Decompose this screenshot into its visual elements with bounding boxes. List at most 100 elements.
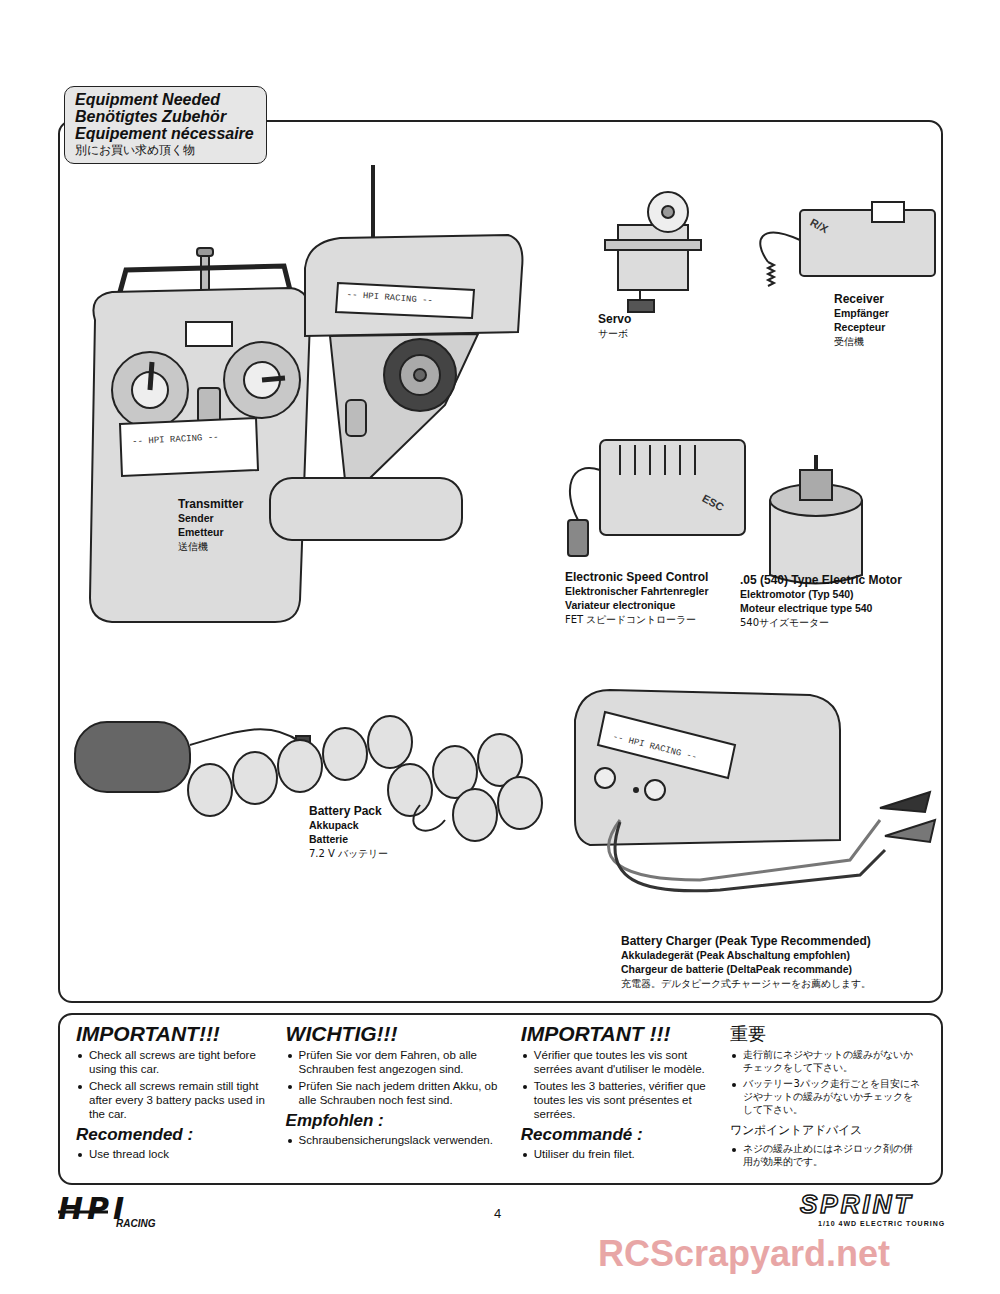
charger-part [598,712,735,778]
watermark: RCScrapyard.net [598,1234,890,1274]
model-subtitle: 1/10 4WD ELECTRIC TOURING [818,1220,945,1228]
battery-packs-part [388,764,432,816]
battery-packs-part [188,764,232,816]
pistol-transmitter-part [346,400,366,436]
box-transmitter-part [120,418,258,476]
pistol-transmitter-part [270,478,462,540]
part-name: Electronic Speed Control [565,570,708,584]
box-transmitter-part [198,388,220,422]
bullet-item: Schraubensicherungslack verwenden. [286,1133,511,1147]
bullet-text: Schraubensicherungslack verwenden. [299,1133,493,1147]
battery-packs-part [233,752,277,804]
servo-part [648,192,688,232]
battery-packs-part [75,722,190,792]
notice-heading: IMPORTANT!!! [76,1021,276,1047]
brand-logo-sub: RACING [116,1218,155,1229]
servo-part [662,206,674,218]
part-name-translation: Emetteur [178,526,224,539]
part-name-translation: Batterie [309,833,348,846]
part-name-japanese: 充電器。デルタピーク式チャージャーをお薦めします。 [621,977,871,990]
motor-part [814,455,818,470]
servo-part [628,300,654,312]
bullet-text: Prüfen Sie vor dem Fahren, ob alle Schra… [299,1048,511,1076]
battery-packs-part [498,777,542,829]
heading-tab: Equipment NeededBenötigtes ZubehörEquipe… [64,86,267,164]
bullet-text: Check all screws remain still tight afte… [89,1079,276,1121]
bullet-dot [523,1054,527,1058]
esc-part [570,468,600,520]
battery-packs-part [368,716,412,768]
bullet-dot [78,1153,82,1157]
bullet-dot [288,1139,292,1143]
notice-column: 重要走行前にネジやナットの緩みがないかチェックをして下さい。バッテリー3パック走… [730,1021,933,1175]
part-name-japanese: 受信機 [834,335,864,348]
servo [605,192,701,312]
bullet-text: Utiliser du frein filet. [534,1147,635,1161]
notice-column: IMPORTANT !!!Vérifier que toutes les vis… [521,1021,731,1175]
part-name-translation: Chargeur de batterie (DeltaPeak recomman… [621,963,852,976]
part-name: Servo [598,312,631,326]
esc-part [619,445,621,475]
bullet-text: Use thread lock [89,1147,169,1161]
motor [770,455,862,584]
bullet-text: Check all screws are tight before using … [89,1048,276,1076]
receiver [760,202,935,286]
part-name-japanese: サーボ [598,327,628,340]
bullet-item: Check all screws remain still tight afte… [76,1079,276,1121]
box-transmitter [90,248,310,622]
charger-part [885,820,935,842]
notice-subheading: ワンポイントアドバイス [730,1119,923,1141]
bullet-text: 走行前にネジやナットの緩みがないかチェックをして下さい。 [743,1048,923,1074]
esc-part [664,445,666,475]
charger-part [880,792,930,812]
bullet-item: Toutes les 3 batteries, vérifier que tou… [521,1079,721,1121]
part-name-japanese: FET スピードコントローラー [565,613,696,626]
bullet-dot [732,1054,736,1058]
battery-packs-part [190,729,300,745]
bullet-dot [288,1054,292,1058]
esc-part [568,520,588,556]
notice-heading: WICHTIG!!! [286,1021,511,1047]
charger-part [575,690,840,845]
pistol-transmitter [270,165,522,540]
part-name-japanese: 送信機 [178,540,208,553]
esc-part [694,445,696,475]
part-name-translation: Sender [178,512,214,525]
motor-part [800,470,832,500]
pistol-transmitter-part [384,339,456,411]
notice-heading: IMPORTANT !!! [521,1021,721,1047]
box-transmitter-part [197,248,213,256]
bullet-item: バッテリー3パック走行ごとを目安にネジやナットの緩みがないかチェックをして下さい… [730,1077,923,1116]
box-transmitter-part [224,342,300,418]
receiver-part [760,233,800,262]
part-name: Transmitter [178,497,243,511]
receiver-part [800,210,935,276]
page-number: 4 [494,1207,501,1221]
bullet-item: Vérifier que toutes les vis sont serrées… [521,1048,721,1076]
esc-part [649,445,651,475]
bullet-item: Prüfen Sie vor dem Fahren, ob alle Schra… [286,1048,511,1076]
heading-text: Benötigtes Zubehör [75,108,254,125]
part-name-japanese: 540サイズモーター [740,616,829,629]
pistol-transmitter-part [336,283,474,318]
pistol-transmitter-part [400,355,440,395]
bullet-dot [523,1085,527,1089]
bullet-item: ネジの緩み止めにはネジロック剤の併用が効果的です。 [730,1142,923,1168]
part-name: Battery Charger (Peak Type Recommended) [621,934,871,948]
bullet-dot [78,1054,82,1058]
bullet-dot [78,1085,82,1089]
bullet-text: バッテリー3パック走行ごとを目安にネジやナットの緩みがないかチェックをして下さい… [743,1077,923,1116]
part-name: Receiver [834,292,884,306]
battery-packs-part [278,740,322,792]
esc [568,440,745,556]
bullet-dot [523,1153,527,1157]
part-name-translation: Empfänger [834,307,889,320]
notice-subheading: Empfohlen : [286,1110,511,1132]
bullet-item: Utiliser du frein filet. [521,1147,721,1161]
part-name: .05 (540) Type Electric Motor [740,573,902,587]
notice-subheading: Recomended : [76,1124,276,1146]
pistol-transmitter-part [371,165,375,245]
part-name-translation: Moteur electrique type 540 [740,602,872,615]
bullet-text: Prüfen Sie nach jedem dritten Akku, ob a… [299,1079,511,1107]
